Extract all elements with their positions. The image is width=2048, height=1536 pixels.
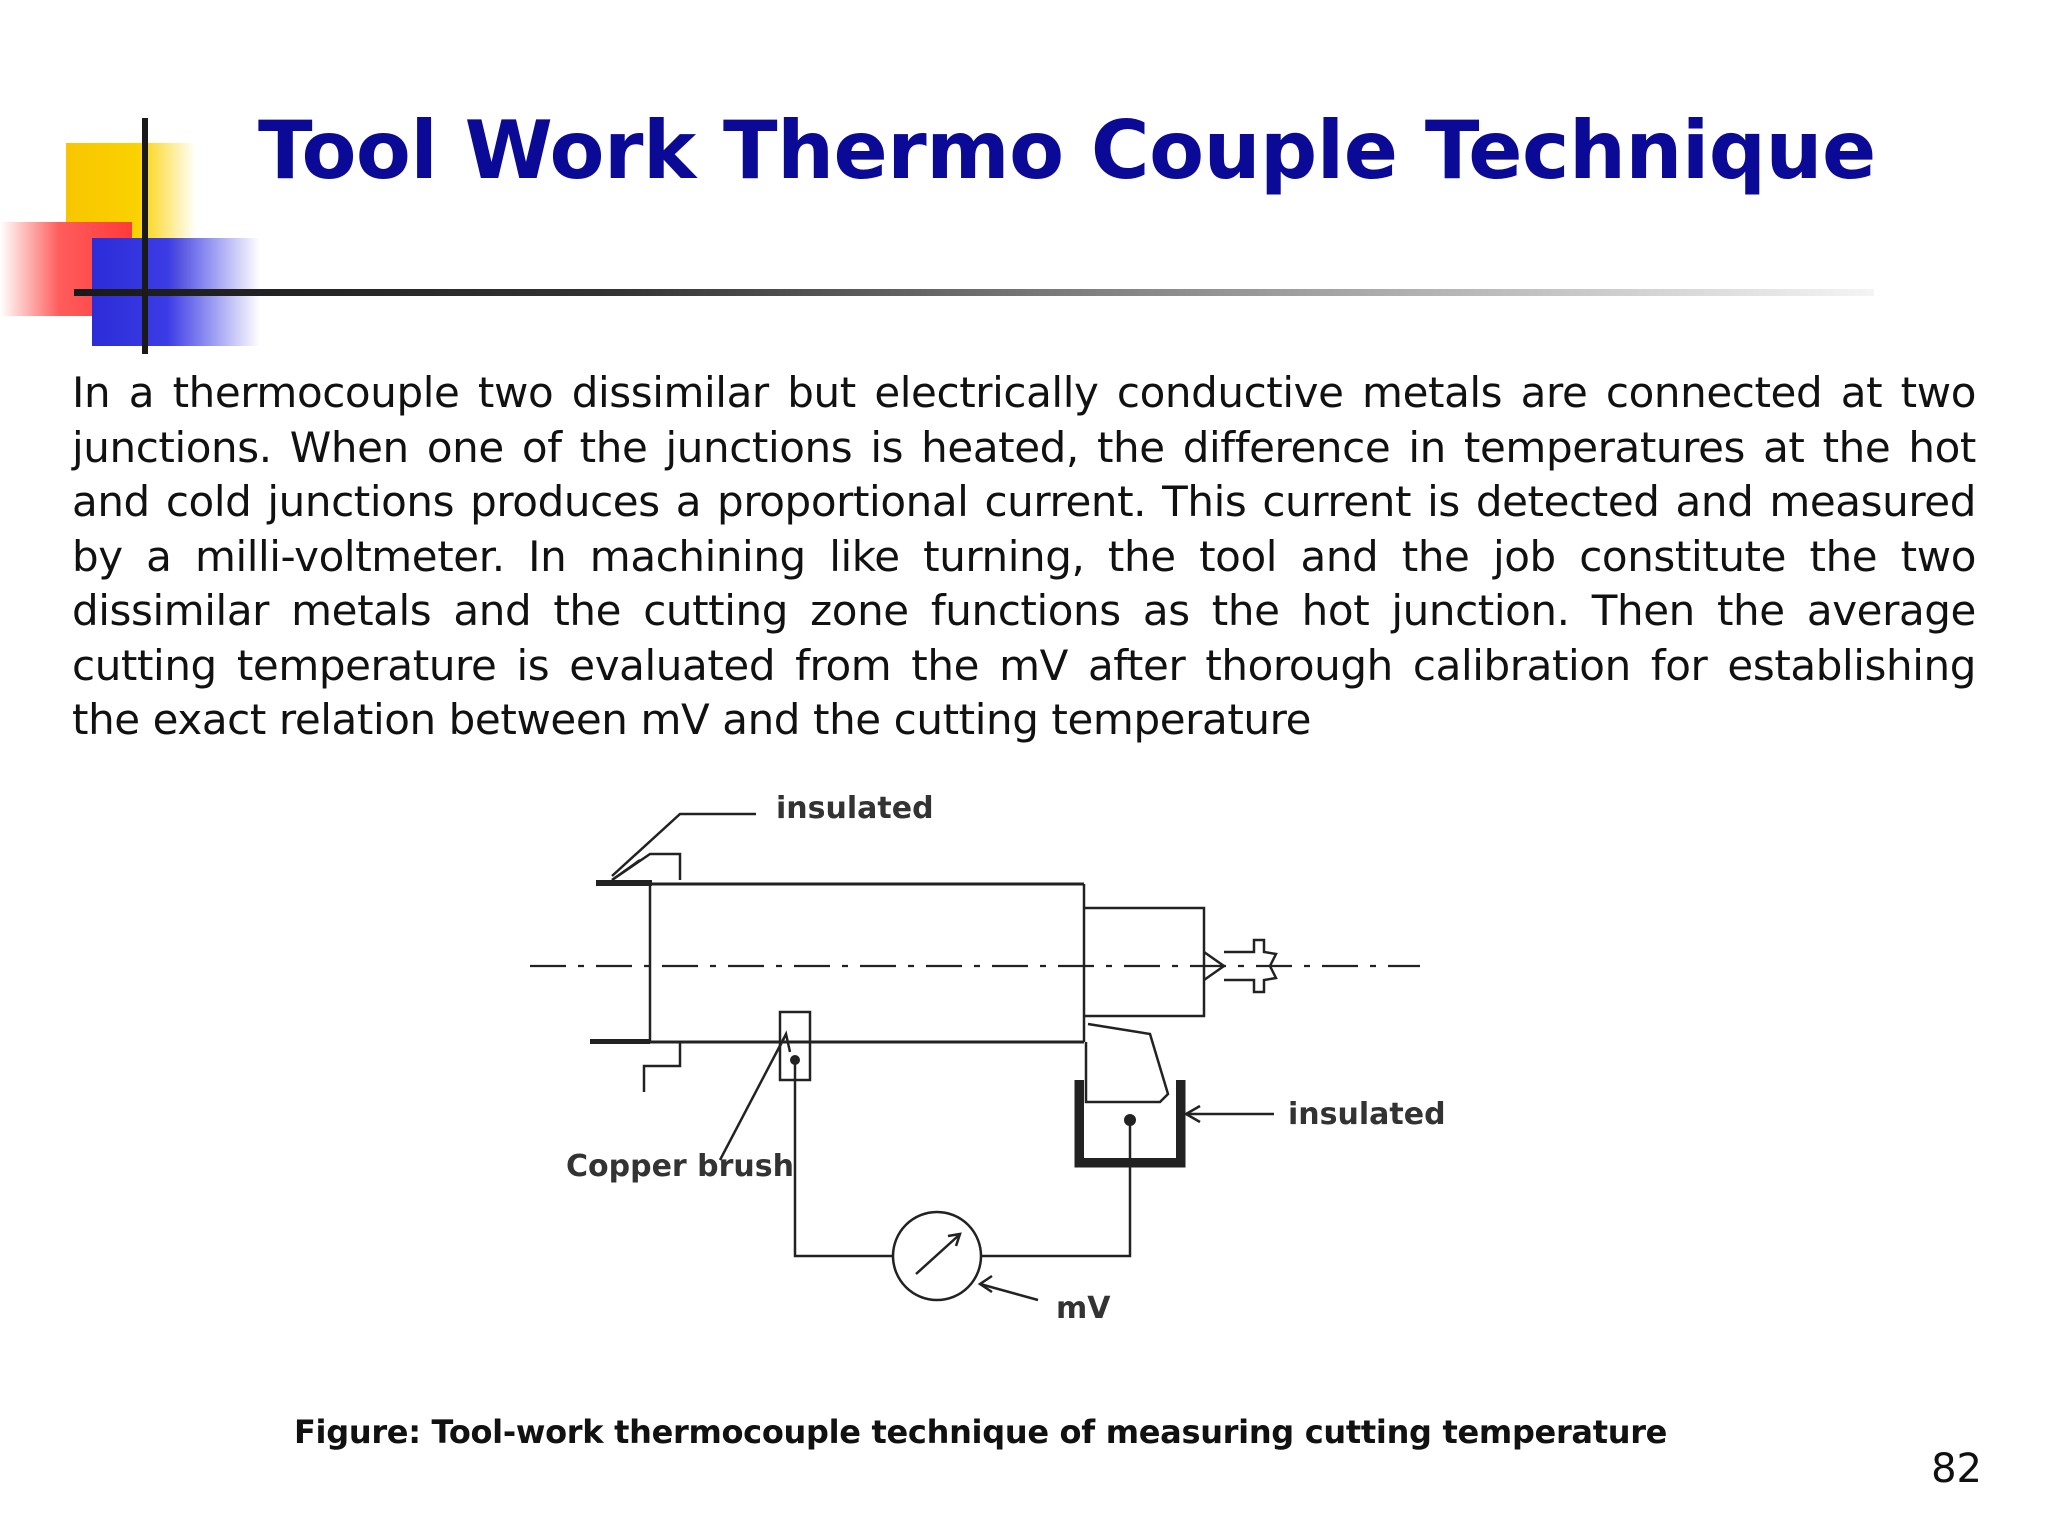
tail-center-body	[1224, 938, 1278, 994]
slide-title: Tool Work Thermo Couple Technique	[258, 104, 1876, 197]
holder-top-left-slant	[611, 858, 641, 882]
thermocouple-diagram: insulated insulated Copper brush mV	[520, 780, 1480, 1340]
leader-copper-brush	[718, 1037, 786, 1161]
insulation-top-left	[596, 880, 652, 886]
decor-vertical-rule	[142, 118, 148, 354]
insulation-bottom-left	[590, 1039, 650, 1044]
tail-center-tip	[1203, 950, 1227, 982]
leader-mv	[979, 1282, 1039, 1302]
millivoltmeter	[891, 1210, 983, 1302]
brush-terminal	[790, 1055, 800, 1065]
cutting-tool	[1084, 1022, 1170, 1104]
tool-terminal	[1124, 1114, 1136, 1126]
leader-mv-head	[977, 1274, 993, 1294]
label-insulated-right: insulated	[1288, 1097, 1446, 1132]
leader-insulated-top	[611, 812, 756, 877]
title-underline-rule	[74, 289, 1874, 296]
meter-needle-head	[947, 1232, 962, 1247]
leader-copper-brush-head	[776, 1030, 792, 1053]
body-paragraph: In a thermocouple two dissimilar but ele…	[72, 368, 1976, 744]
label-mv: mV	[1056, 1291, 1111, 1326]
label-copper-brush: Copper brush	[566, 1149, 794, 1184]
page-number: 82	[1931, 1446, 1982, 1492]
holder-bottom-left	[642, 1040, 682, 1092]
tool-insulation-left	[1076, 1080, 1084, 1166]
wire-right	[980, 1122, 1132, 1258]
label-insulated-top: insulated	[776, 791, 934, 826]
leader-insulated-right-head	[1183, 1104, 1201, 1124]
wire-left	[793, 1062, 894, 1258]
workpiece-end-stub	[1084, 906, 1206, 1018]
meter-needle	[915, 1235, 959, 1275]
figure-caption: Figure: Tool-work thermocouple technique…	[294, 1413, 1668, 1451]
tool-insulation-right	[1176, 1080, 1184, 1166]
